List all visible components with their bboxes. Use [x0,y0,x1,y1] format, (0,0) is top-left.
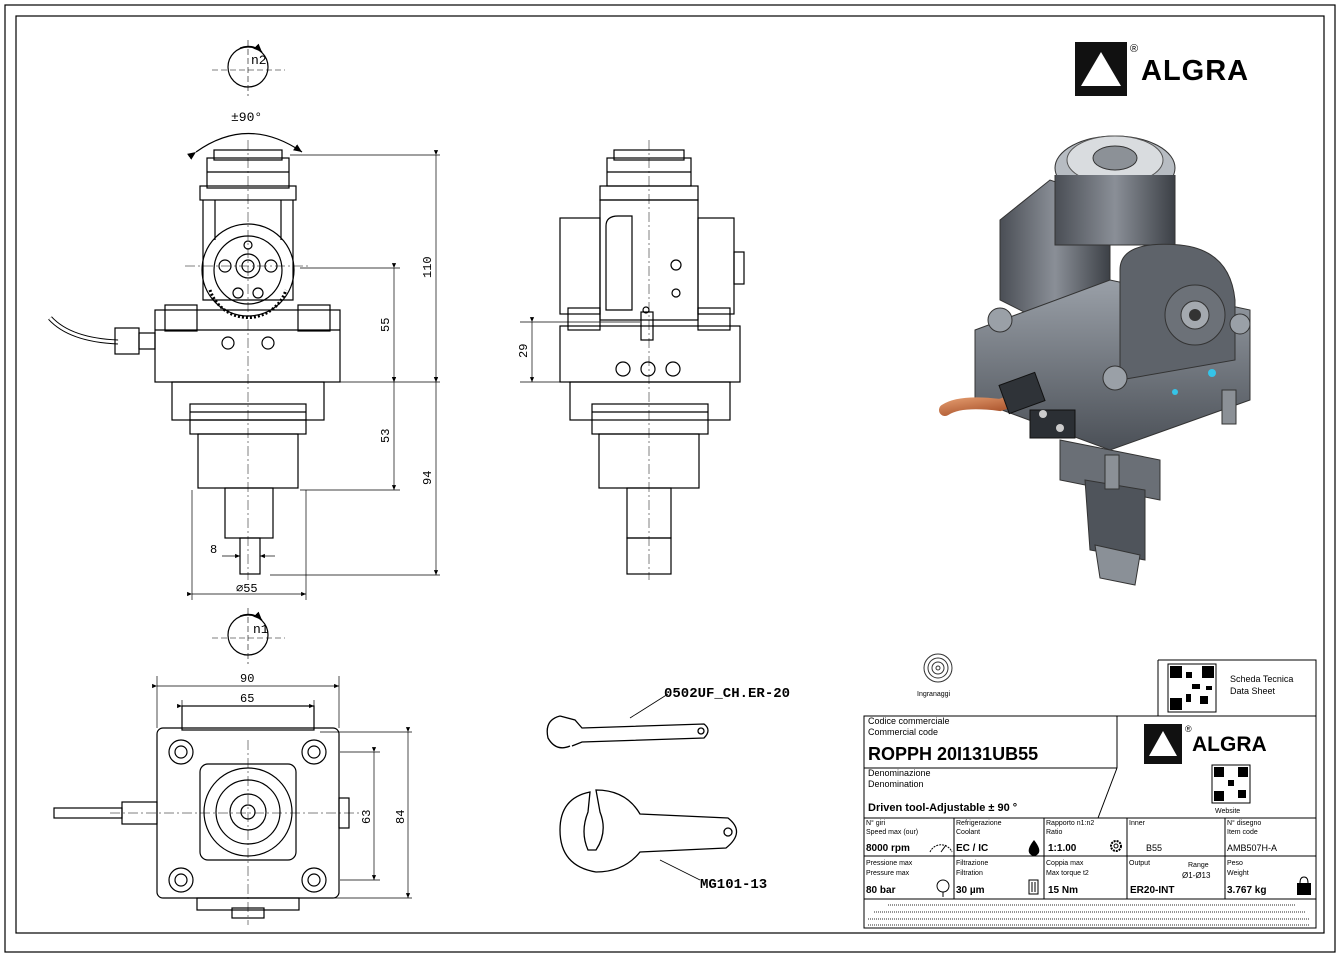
accessory-label-open-end-wrench: MG101-13 [700,877,767,893]
filter-icon [1028,879,1039,895]
cell-drawing-label-it: N° disegno [1227,819,1261,827]
cell-torque-value: 15 Nm [1048,885,1078,896]
dim-63: 63 [360,810,374,824]
dim-29: 29 [517,344,531,358]
cell-drawing-value: AMB507H-A [1227,843,1277,853]
denomination-label-it: Denominazione [868,768,931,778]
qr-code-datasheet[interactable] [1167,663,1217,713]
outer-border [4,4,1336,953]
cell-weight-label-en: Weight [1227,870,1249,877]
cell-output-label-en: Range [1188,862,1209,869]
cell-output-label-it: Output [1129,860,1150,867]
algra-logo-titleblock [1144,724,1182,764]
cell-torque-label-en: Max torque t2 [1046,870,1089,877]
angle-label: ±90° [231,110,262,125]
rotation-label-n1: n1 [253,622,269,637]
cell-inner-value: B55 [1146,843,1162,853]
cell-speed-label-it: N° giri [866,819,886,827]
cell-output-value: ER20-INT [1130,885,1174,896]
data-sheet-label: Data Sheet [1230,686,1276,696]
algra-logo-top [1075,42,1127,96]
gear-icon [1110,840,1122,852]
cell-weight-label-it: Peso [1227,860,1243,867]
cell-inner-label: Inner [1129,820,1146,827]
cell-filtration-value: 30 µm [956,885,985,896]
drop-icon [1028,840,1040,856]
cell-weight-value: 3.767 kg [1227,885,1266,896]
dim-53: 53 [379,429,393,443]
cell-pressure-label-it: Pressione max [866,860,913,867]
side-view [520,140,745,580]
hook-wrench [546,693,709,749]
qr-code-website[interactable] [1211,764,1251,804]
accessory-label-hook-wrench: 0502UF_CH.ER-20 [664,686,790,702]
commercial-code-label-en: Commercial code [868,727,938,737]
logo-brand-top: ALGRA [1141,55,1249,87]
dim-65: 65 [240,692,254,706]
cell-ratio-label-it: Rapporto n1:n2 [1046,820,1094,827]
fine-print [868,904,1310,926]
dim-90: 90 [240,672,254,686]
cell-coolant-value: EC / IC [956,843,988,854]
cell-coolant-label-en: Coolant [956,829,980,836]
cell-speed-label-en: Speed max (our) [866,829,918,836]
commercial-code: ROPPH 20I131UB55 [868,744,1038,764]
logo-registered-titleblock: ® [1185,724,1192,734]
cell-coolant-label-it: Refrigerazione [956,820,1002,827]
dim-94: 94 [421,471,435,485]
seal-icon [923,653,953,683]
rotation-symbol-n1 [212,608,285,664]
speed-icon [929,844,953,853]
cell-filtration-label-en: Filtration [956,870,983,877]
weight-icon [1297,876,1311,895]
cell-drawing-label-en: Item code [1227,829,1258,836]
cell-ratio-label-en: Ratio [1046,829,1062,836]
denomination-label-en: Denomination [868,779,924,789]
cell-pressure-value: 80 bar [866,885,896,896]
gauge-icon [936,879,950,897]
cell-output-extra: Ø1-Ø13 [1182,871,1211,880]
dim-8: 8 [210,543,217,557]
cell-pressure-label-en: Pressure max [866,870,910,877]
dim-84: 84 [394,810,408,824]
logo-registered-top: ® [1130,43,1138,55]
cell-ratio-value: 1:1.00 [1048,843,1077,854]
dim-diameter-55: ⌀55 [236,582,258,596]
bottom-view [53,608,412,925]
rotation-symbol-n2 [212,40,285,96]
seal-label: Ingranaggi [917,691,951,698]
front-view: n2 ±90° [48,40,440,600]
inner-border [15,15,1325,934]
denomination: Driven tool-Adjustable ± 90 ° [868,802,1017,814]
cell-speed-value: 8000 rpm [866,843,910,854]
dim-110: 110 [421,256,435,278]
isometric-render [939,135,1251,586]
rotation-label-n2: n2 [251,53,267,68]
open-end-wrench [559,789,738,881]
title-block [863,659,1317,929]
commercial-code-label-it: Codice commerciale [868,716,950,726]
logo-brand-titleblock: ALGRA [1192,733,1267,756]
dim-55: 55 [379,318,393,332]
cell-filtration-label-it: Filtrazione [956,860,988,867]
cell-torque-label-it: Coppia max [1046,860,1084,867]
website-label: Website [1215,808,1240,815]
scheda-tecnica-label: Scheda Tecnica [1230,674,1293,684]
